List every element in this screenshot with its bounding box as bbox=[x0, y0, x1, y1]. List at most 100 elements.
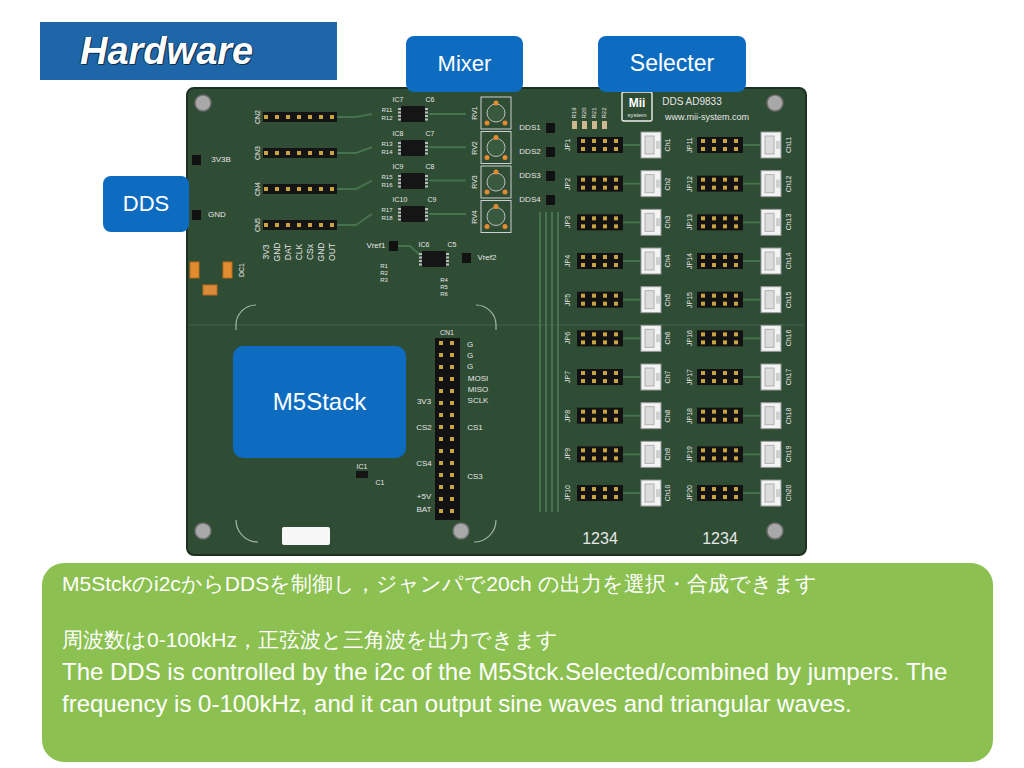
callout-box: M5Stack bbox=[233, 346, 406, 458]
silkscreen-label: www.mii-system.com bbox=[665, 113, 749, 122]
silkscreen-outline bbox=[236, 305, 256, 330]
output-connector bbox=[641, 171, 661, 197]
header-pin bbox=[712, 147, 716, 151]
header-pin bbox=[603, 448, 607, 452]
header-pin bbox=[723, 294, 727, 298]
silkscreen-label: G bbox=[467, 341, 473, 349]
header-pin bbox=[603, 255, 607, 259]
silkscreen-label: IC7 bbox=[393, 96, 404, 103]
ic-pin bbox=[425, 149, 428, 151]
header-pin bbox=[614, 216, 618, 220]
silkscreen-label: JP2 bbox=[564, 178, 571, 190]
copper-trace bbox=[429, 113, 466, 115]
output-connector bbox=[641, 480, 661, 506]
pin-header bbox=[263, 184, 337, 194]
header-pin bbox=[614, 371, 618, 375]
silkscreen-label: JP9 bbox=[564, 448, 571, 460]
header-pin bbox=[614, 456, 618, 460]
header-pin bbox=[439, 413, 443, 417]
description-text: M5Stckのi2cからDDSを制御し，ジャンパで20ch の出力を選択・合成で… bbox=[62, 569, 973, 599]
ic-pin bbox=[425, 182, 428, 184]
header-pin bbox=[734, 371, 738, 375]
header-pin bbox=[319, 187, 323, 191]
jumper-header bbox=[697, 446, 743, 462]
header-pin bbox=[701, 263, 705, 267]
copper-trace bbox=[743, 337, 760, 339]
silkscreen-label: R19 bbox=[571, 107, 577, 118]
silkscreen-label: JP19 bbox=[686, 446, 693, 462]
header-pin bbox=[592, 302, 596, 306]
header-pin bbox=[264, 223, 268, 227]
header-pin bbox=[581, 418, 585, 422]
output-connector bbox=[761, 287, 781, 313]
header-pin bbox=[439, 377, 443, 381]
copper-trace bbox=[743, 453, 760, 455]
header-pin bbox=[614, 487, 618, 491]
ic-pin bbox=[419, 257, 422, 259]
ic-pin bbox=[398, 146, 401, 148]
ic-pin bbox=[398, 119, 401, 121]
header-pin bbox=[723, 418, 727, 422]
header-pin bbox=[592, 294, 596, 298]
silkscreen-label: JP7 bbox=[564, 371, 571, 383]
silkscreen-label: CS4 bbox=[416, 460, 432, 468]
header-pin bbox=[603, 332, 607, 336]
header-pin bbox=[734, 302, 738, 306]
copper-trace bbox=[623, 337, 640, 339]
header-pin bbox=[592, 224, 596, 228]
header-pin bbox=[723, 495, 727, 499]
header-pin bbox=[286, 115, 290, 119]
header-pin bbox=[581, 487, 585, 491]
header-pin bbox=[286, 223, 290, 227]
jumper-header bbox=[577, 214, 623, 230]
connector-latch bbox=[776, 412, 780, 420]
silkscreen-label: JP1 bbox=[564, 139, 571, 151]
pin-header bbox=[263, 112, 337, 122]
silkscreen-outline bbox=[474, 520, 496, 542]
copper-trace bbox=[557, 212, 559, 512]
silkscreen-label: Vref2 bbox=[478, 254, 497, 262]
header-pin bbox=[723, 332, 727, 336]
pcb-board bbox=[187, 88, 806, 555]
header-pin bbox=[723, 224, 727, 228]
silkscreen-label: G bbox=[467, 352, 473, 360]
copper-trace bbox=[429, 213, 466, 215]
output-connector bbox=[761, 403, 781, 429]
silkscreen-label: JP14 bbox=[686, 253, 693, 269]
output-connector bbox=[641, 325, 661, 351]
header-pin bbox=[450, 377, 454, 381]
header-pin bbox=[712, 418, 716, 422]
header-pin bbox=[603, 139, 607, 143]
header-pin bbox=[734, 139, 738, 143]
header-pin bbox=[581, 332, 585, 336]
silkscreen-label: DDS3 bbox=[519, 172, 540, 180]
silkscreen-label: RV3 bbox=[471, 175, 478, 189]
silkscreen-label: Ch11 bbox=[785, 137, 792, 153]
header-pin bbox=[581, 147, 585, 151]
header-pin bbox=[330, 151, 334, 155]
trimmer-pad bbox=[503, 121, 508, 126]
jumper-header bbox=[697, 330, 743, 346]
header-pin bbox=[734, 340, 738, 344]
silkscreen-label: Ch12 bbox=[785, 175, 792, 192]
header-pin bbox=[592, 178, 596, 182]
smd-resistor bbox=[572, 121, 577, 129]
header-pin bbox=[275, 223, 279, 227]
copper-trace bbox=[623, 299, 640, 301]
header-pin bbox=[308, 187, 312, 191]
header-pin bbox=[614, 332, 618, 336]
header-pin bbox=[319, 223, 323, 227]
header-pin bbox=[581, 224, 585, 228]
white-marking bbox=[282, 527, 330, 545]
header-pin bbox=[734, 294, 738, 298]
header-pin bbox=[603, 456, 607, 460]
header-pin bbox=[439, 353, 443, 357]
header-pin bbox=[723, 255, 727, 259]
header-pin bbox=[592, 340, 596, 344]
silkscreen-label: Vref1 bbox=[367, 242, 386, 250]
silkscreen-label: CN4 bbox=[254, 182, 261, 196]
silkscreen-label: DDS AD9833 bbox=[662, 97, 721, 107]
silkscreen-label: JP16 bbox=[686, 330, 693, 346]
header-pin bbox=[603, 263, 607, 267]
dc-pad bbox=[203, 285, 217, 295]
